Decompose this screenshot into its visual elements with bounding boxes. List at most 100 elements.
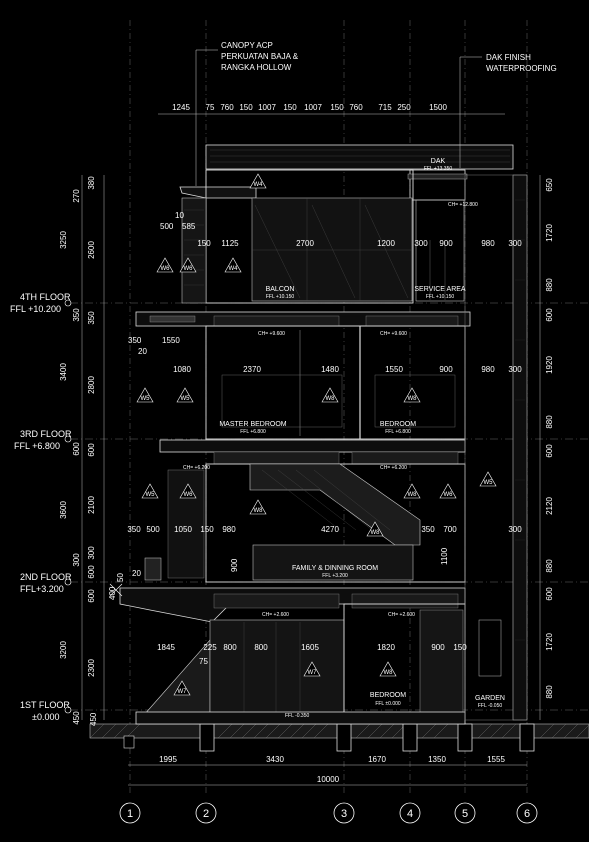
dim: 1995: [159, 755, 177, 764]
dim: 10: [175, 211, 184, 220]
dim: 1350: [428, 755, 446, 764]
grid-axis-label: 1: [127, 808, 133, 820]
window-tag-label: W8: [408, 396, 418, 402]
floor-name-2: 2ND FLOOR: [20, 572, 72, 582]
dim: 20: [132, 569, 141, 578]
window-tag-label: W6: [184, 492, 194, 498]
top-dim: 1245: [172, 103, 190, 112]
top-dimensions: 1245 75 760 150 1007 150 1007 150 760 71…: [172, 103, 447, 112]
ceiling-tag: CH= +2.600: [388, 612, 415, 618]
top-dim: 150: [283, 103, 297, 112]
dim: 450: [72, 711, 81, 725]
grid-axis-label: 4: [407, 808, 413, 820]
dim: 880: [545, 415, 554, 429]
right-facade: [464, 174, 528, 721]
dim: 800: [254, 643, 268, 652]
dim: 300: [508, 239, 522, 248]
dim: 600: [87, 565, 96, 579]
room-name-garden: GARDEN: [475, 695, 505, 702]
ceiling-tag: CH= +2.600: [262, 612, 289, 618]
dim: 2370: [243, 365, 261, 374]
top-dim: 715: [378, 103, 392, 112]
window-tag-label: W8: [408, 492, 418, 498]
level-3-structure: [159, 325, 466, 465]
ceiling-tag: CH= +12.800: [448, 202, 478, 208]
right-dimensions: 650 1720 880 600 1920 880 600 2120 880 6…: [545, 178, 554, 699]
window-tag-triangle: [179, 483, 197, 499]
window-tag-triangle: [439, 483, 457, 499]
dim: 1720: [545, 224, 554, 242]
window-tag-label: W8: [384, 670, 394, 676]
dim: 2800: [87, 376, 96, 394]
room-level-family: FFL +3.200: [322, 573, 348, 579]
dim: 2700: [296, 239, 314, 248]
window-tag-triangle: [366, 521, 384, 537]
dim: 880: [545, 278, 554, 292]
dim: 900: [431, 643, 445, 652]
top-dim: 1007: [304, 103, 322, 112]
left-dimensions-outer: 270 3250 350 3400 600 3600 300 3200 450: [59, 189, 81, 725]
room-level-bedroom-3: FFL +6.800: [385, 429, 411, 435]
dim: 2300: [87, 659, 96, 677]
window-tag-triangle: [479, 471, 497, 487]
dim: 900: [439, 239, 453, 248]
grid-axis-label: 2: [203, 808, 209, 820]
dim: 2120: [545, 497, 554, 515]
window-tag-label: W5: [181, 396, 191, 402]
floor-level-2: FFL+3.200: [20, 584, 64, 594]
dimension-lines: [81, 113, 541, 786]
window-tag-label: W8: [254, 508, 264, 514]
window-tag-label: W5: [141, 396, 151, 402]
dim: 1550: [385, 365, 403, 374]
floor-name-3: 3RD FLOOR: [20, 429, 72, 439]
ceiling-tag: CH= +9.600: [380, 331, 407, 337]
window-tag-label: W7: [178, 689, 188, 695]
dim: 3200: [59, 641, 68, 659]
room-name-balcon: BALCON: [266, 286, 295, 293]
dim: 600: [545, 308, 554, 322]
canopy-label-2: PERKUATAN BAJA &: [221, 52, 299, 61]
dim: 1125: [221, 239, 239, 248]
bottom-dimensions: 1995 3430 1670 1350 1555 10000: [159, 755, 505, 784]
room-labels: DAK FFL +13.350 BALCON FFL +10.150 SERVI…: [219, 158, 505, 709]
floor-name-4: 4TH FLOOR: [20, 292, 71, 302]
dim: 600: [545, 587, 554, 601]
row1-dimensions: 1845 225 800 800 1605 1820 900 150: [157, 643, 467, 652]
dim: 500: [160, 222, 174, 231]
room-name-service: SERVICE AREA: [414, 286, 466, 293]
window-tag-triangle: [321, 387, 339, 403]
dim: 880: [545, 685, 554, 699]
dim: 1480: [321, 365, 339, 374]
dim: 380: [87, 176, 96, 190]
dim: 1100: [440, 547, 449, 565]
window-tag-triangle: [173, 680, 191, 696]
dim: 1820: [377, 643, 395, 652]
room-level-bedroom-1: FFL ±0.000: [375, 701, 401, 707]
dim: 150: [453, 643, 467, 652]
dim: 650: [545, 178, 554, 192]
dim: 350: [421, 525, 435, 534]
dim: 300: [414, 239, 428, 248]
floor-level-4: FFL +10.200: [10, 304, 61, 314]
dim: 20: [138, 347, 147, 356]
canopy-label-1: CANOPY ACP: [221, 41, 273, 50]
misc-dimensions: 10 500 585 350 1550 20 1100 900 75 400 5…: [89, 211, 449, 726]
ground: [89, 723, 589, 752]
dim: 1200: [377, 239, 395, 248]
window-tag-triangle: [403, 483, 421, 499]
ceiling-tag: CH= +9.600: [258, 331, 285, 337]
floor-level-3: FFL +6.800: [14, 441, 60, 451]
dim: 500: [146, 525, 160, 534]
dim: 3600: [59, 501, 68, 519]
canopy-annotation: CANOPY ACP PERKUATAN BAJA & RANGKA HOLLO…: [221, 41, 299, 72]
dim: 3430: [266, 755, 284, 764]
dim: 2100: [87, 496, 96, 514]
dim: 1670: [368, 755, 386, 764]
dim: 150: [197, 239, 211, 248]
top-dim: 250: [397, 103, 411, 112]
ceiling-tag: CH= +6.200: [380, 465, 407, 471]
top-dim: 1007: [258, 103, 276, 112]
room-name-family: FAMILY & DINNING ROOM: [292, 565, 378, 572]
dim: 1605: [301, 643, 319, 652]
